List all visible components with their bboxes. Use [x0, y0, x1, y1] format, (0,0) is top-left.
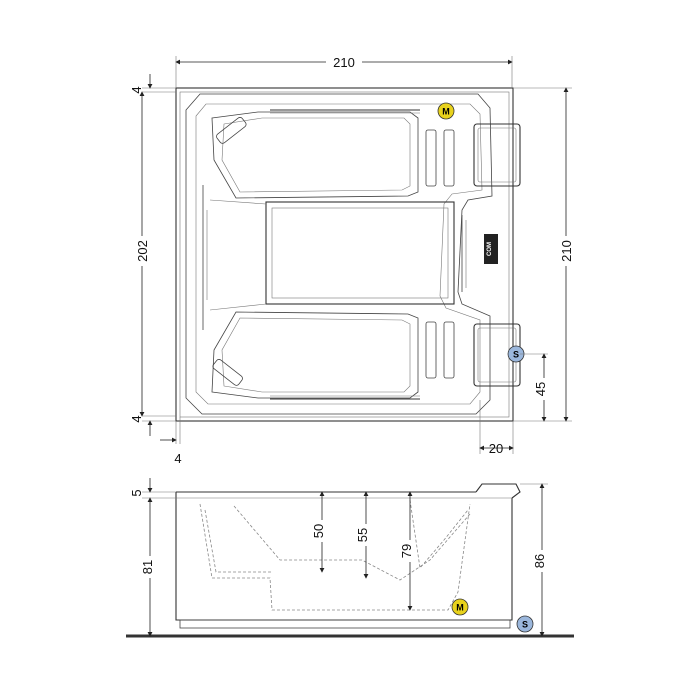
dim-top-width: 210 [333, 55, 355, 70]
dim-label-bg [536, 378, 552, 400]
lower-seat [211, 311, 419, 399]
pillow-bottom-left [212, 359, 243, 386]
dim-label-bg [356, 524, 370, 546]
dim-left-height: 202 [135, 240, 150, 262]
dim-label-bg [140, 556, 156, 578]
footwell [265, 201, 455, 305]
tub-inner-frame [179, 91, 510, 418]
dim-left-margin: 4 [174, 451, 181, 466]
dim-label-bg [558, 236, 574, 266]
dim-label-bg [134, 236, 150, 266]
jet-slot [443, 321, 455, 379]
motor-marker-label: M [442, 107, 450, 117]
dim-label-bg [326, 54, 362, 70]
headrest-top [473, 123, 521, 187]
tub-side-base [179, 619, 511, 629]
dim-depth-3: 79 [399, 544, 414, 558]
jet-slot [425, 129, 437, 187]
lower-seat-inner [221, 317, 411, 393]
jet-slot [425, 321, 437, 379]
sensor-marker [516, 615, 534, 633]
dim-rim: 5 [129, 489, 144, 496]
motor-marker [451, 598, 469, 616]
motor-marker-label: M [456, 603, 464, 613]
motor-marker [437, 102, 455, 120]
tub-shell-outline [185, 93, 493, 415]
dim-jet-spacing: 45 [533, 382, 548, 396]
inner-shell-dashed [199, 503, 471, 611]
com-label: COM [487, 242, 493, 256]
com-box [484, 234, 498, 264]
dim-depth-2: 55 [355, 528, 370, 542]
side-view: 50 55 79 5 81 86 M S [126, 478, 574, 638]
headrest-top-inner [477, 127, 517, 183]
dim-label-bg [400, 540, 414, 562]
dim-height-right: 86 [532, 554, 547, 568]
footwell-inner [271, 207, 449, 299]
plan-view: COM M S 210 202 4 4 4 [129, 54, 574, 466]
dim-label-bg [534, 550, 550, 572]
tub-side-headrest [475, 483, 521, 499]
footwell-edge-top [209, 199, 267, 205]
tub-outer-frame [175, 87, 514, 422]
inner-shell-dashed [204, 509, 272, 573]
inner-back-dashed [409, 499, 469, 569]
dim-height-left: 81 [140, 560, 155, 574]
upper-seat-inner [221, 117, 411, 193]
sensor-marker-label: S [522, 620, 528, 630]
upper-seat [211, 111, 419, 199]
dim-bottom-margin: 4 [129, 415, 144, 422]
dim-depth-1: 50 [311, 524, 326, 538]
pillow-top-left [216, 117, 247, 144]
dim-label-bg [312, 520, 326, 542]
dim-right-offset: 20 [489, 441, 503, 456]
footwell-edge-bottom [209, 303, 267, 311]
dim-right-height: 210 [559, 240, 574, 262]
dim-top-margin: 4 [129, 86, 144, 93]
inner-seat-dashed [233, 505, 471, 581]
jet-slot [443, 129, 455, 187]
tub-shell-inner [195, 103, 483, 405]
sensor-marker-label: S [513, 350, 519, 360]
